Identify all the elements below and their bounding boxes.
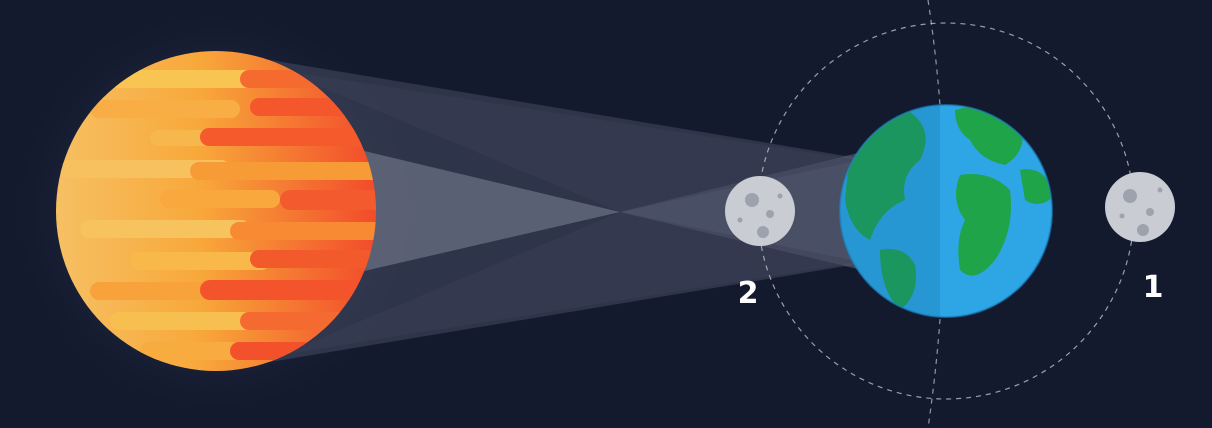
sun: [56, 51, 376, 371]
label-position-2: 2: [738, 276, 759, 311]
moon-position-2: [725, 176, 795, 246]
earth: [839, 104, 1053, 318]
moon-position-1: [1105, 172, 1175, 242]
label-position-1: 1: [1143, 270, 1164, 305]
